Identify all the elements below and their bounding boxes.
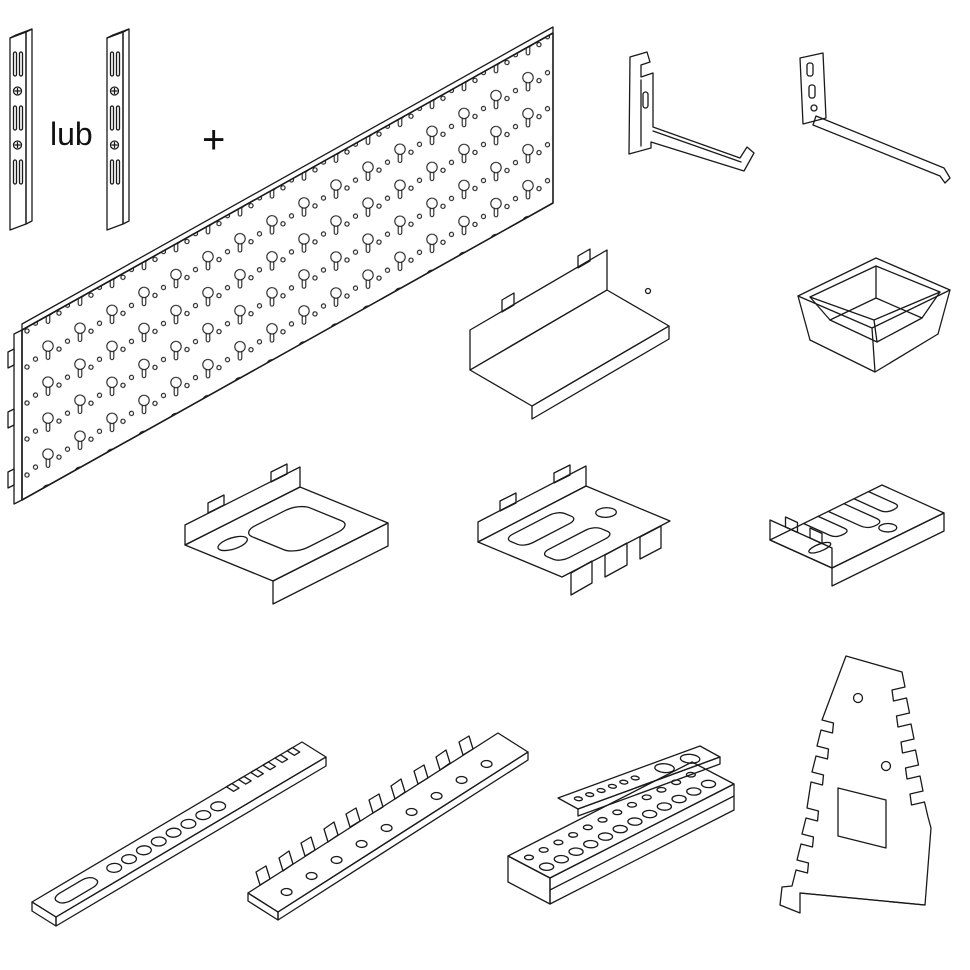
single-hook bbox=[799, 52, 951, 184]
tool-holder-clip-2 bbox=[478, 465, 670, 595]
saw-stand bbox=[779, 655, 932, 914]
shelf-bracket bbox=[628, 51, 755, 172]
plus-sign: + bbox=[202, 118, 225, 162]
tool-holder-clip-3 bbox=[770, 485, 944, 586]
wall-upright-right bbox=[106, 28, 130, 231]
perforated-panel bbox=[7, 26, 554, 505]
comb-strip bbox=[248, 733, 528, 920]
storage-bin bbox=[797, 257, 951, 373]
wall-upright-left bbox=[9, 28, 33, 231]
tool-holder-clip-1 bbox=[185, 464, 388, 604]
shelf-tray bbox=[469, 248, 670, 420]
or-label: lub bbox=[50, 116, 93, 152]
perforated-strip bbox=[32, 742, 326, 926]
drill-bit-holder bbox=[508, 746, 734, 904]
